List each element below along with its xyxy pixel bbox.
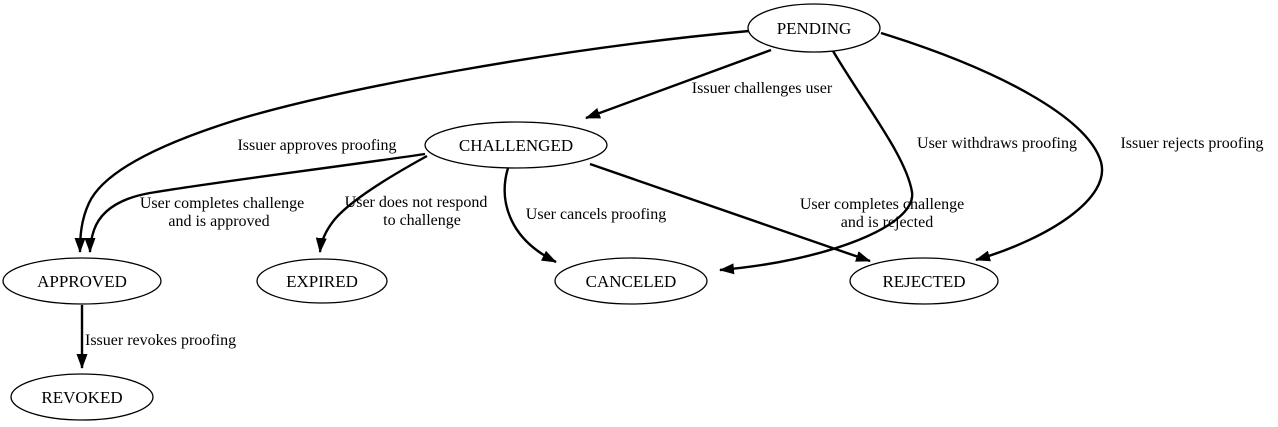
edge-challenged-approved-label-line1: User completes challenge bbox=[140, 195, 304, 212]
edge-challenged-rejected: User completes challenge and is rejected bbox=[589, 162, 968, 263]
state-ellipse-rejected bbox=[849, 257, 999, 305]
edge-pending-challenged: Issuer challenges user bbox=[585, 48, 833, 120]
edge-pending-canceled-arrow bbox=[719, 50, 914, 275]
edge-challenged-rejected-label-line1: User completes challenge bbox=[800, 196, 964, 213]
state-node-rejected: REJECTED bbox=[849, 257, 999, 305]
edge-challenged-approved-label: User completes challenge and is approved bbox=[140, 195, 308, 230]
state-label-canceled: CANCELED bbox=[586, 272, 677, 291]
edge-pending-rejected: Issuer rejects proofing bbox=[880, 31, 1264, 262]
state-ellipse-canceled bbox=[554, 257, 708, 305]
edge-pending-challenged-label: Issuer challenges user bbox=[692, 80, 833, 97]
state-ellipse-revoked bbox=[10, 373, 154, 421]
edge-approved-revoked-label: Issuer revokes proofing bbox=[85, 332, 236, 349]
state-label-expired: EXPIRED bbox=[286, 272, 358, 291]
edge-challenged-rejected-label-line2: and is rejected bbox=[841, 214, 933, 231]
edge-challenged-approved-label-line2: and is approved bbox=[168, 213, 269, 230]
state-node-approved: APPROVED bbox=[2, 257, 162, 305]
state-label-pending: PENDING bbox=[777, 19, 852, 38]
state-ellipse-approved bbox=[2, 257, 162, 305]
edge-challenged-canceled: User cancels proofing bbox=[503, 167, 666, 264]
state-node-canceled: CANCELED bbox=[554, 257, 708, 305]
edge-challenged-approved-arrow bbox=[84, 152, 426, 253]
state-label-challenged: CHALLENGED bbox=[459, 136, 573, 155]
edge-pending-approved-arrow bbox=[74, 29, 750, 253]
nodes-layer: PENDING CHALLENGED APPROVED EXPIRED CANC… bbox=[2, 3, 999, 421]
state-node-expired: EXPIRED bbox=[256, 258, 388, 304]
state-label-revoked: REVOKED bbox=[41, 388, 122, 407]
edge-challenged-canceled-label: User cancels proofing bbox=[526, 206, 666, 223]
state-label-rejected: REJECTED bbox=[882, 272, 965, 291]
state-ellipse-pending bbox=[747, 3, 881, 53]
edge-challenged-expired-label: User does not respond to challenge bbox=[345, 194, 492, 229]
state-node-revoked: REVOKED bbox=[10, 373, 154, 421]
edge-challenged-expired-arrow bbox=[315, 154, 428, 253]
edge-approved-revoked: Issuer revokes proofing bbox=[76, 305, 236, 369]
edge-challenged-expired-label-line2: to challenge bbox=[383, 212, 461, 229]
edge-challenged-expired: User does not respond to challenge bbox=[315, 154, 492, 253]
state-ellipse-expired bbox=[256, 258, 388, 304]
edge-challenged-rejected-label: User completes challenge and is rejected bbox=[800, 196, 968, 231]
edge-pending-canceled: User withdraws proofing bbox=[719, 50, 1077, 275]
edge-pending-canceled-label: User withdraws proofing bbox=[917, 135, 1077, 152]
edge-challenged-approved: User completes challenge and is approved bbox=[84, 152, 426, 253]
edge-pending-rejected-label: Issuer rejects proofing bbox=[1120, 135, 1263, 152]
state-node-challenged: CHALLENGED bbox=[424, 121, 608, 169]
edge-challenged-canceled-arrow bbox=[503, 167, 557, 264]
edge-challenged-expired-label-line1: User does not respond bbox=[345, 194, 488, 211]
edge-pending-challenged-arrow bbox=[585, 48, 772, 120]
state-ellipse-challenged bbox=[424, 121, 608, 169]
edge-pending-rejected-arrow bbox=[880, 31, 1104, 262]
edges-layer: Issuer challenges user Issuer approves p… bbox=[74, 29, 1264, 369]
state-label-approved: APPROVED bbox=[37, 272, 127, 291]
edge-challenged-rejected-arrow bbox=[589, 162, 871, 263]
state-node-pending: PENDING bbox=[747, 3, 881, 53]
edge-pending-approved: Issuer approves proofing bbox=[74, 29, 750, 253]
edge-pending-approved-label: Issuer approves proofing bbox=[237, 137, 396, 154]
